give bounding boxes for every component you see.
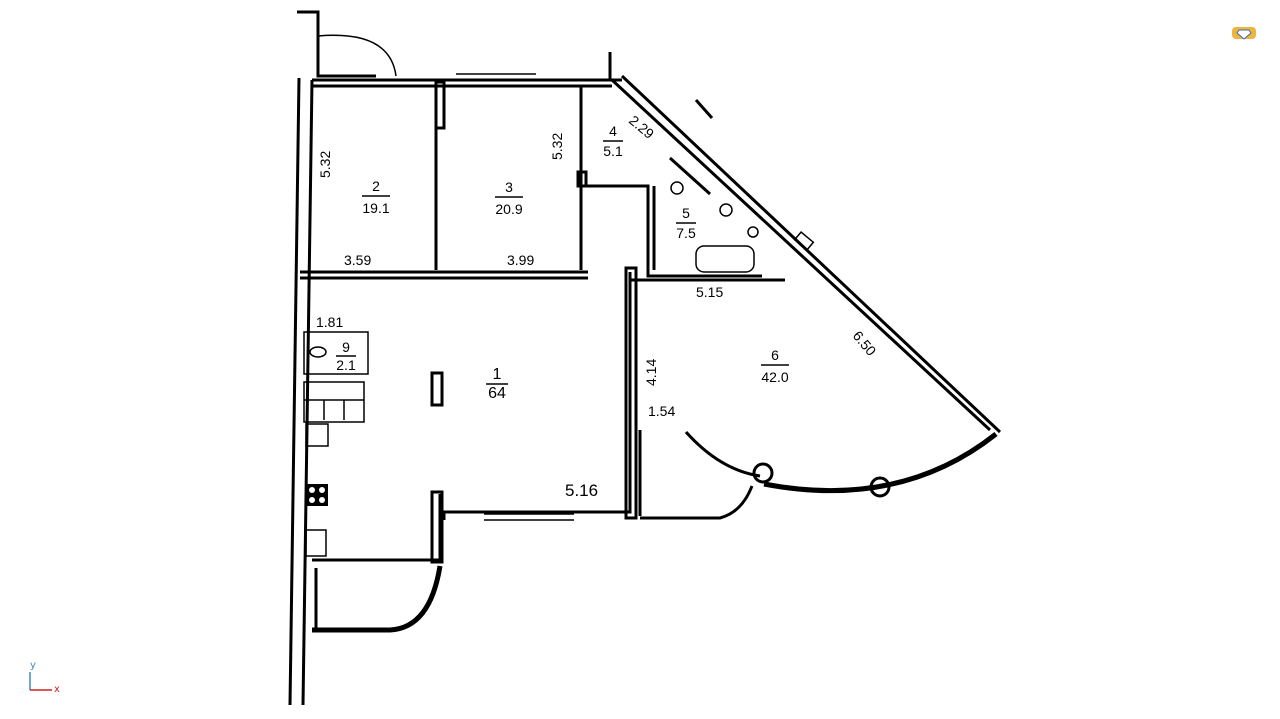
axis-y-label: y [30,660,36,671]
dim-room3-height: 5.32 [549,133,565,160]
room-2-id: 2 [372,178,380,194]
room-1-id: 1 [493,366,502,383]
room-9-id: 9 [342,339,350,355]
diamond-logo-icon [1232,27,1256,40]
room-3-area: 20.9 [495,201,522,217]
dim-room2-height: 5.32 [317,151,333,178]
room-2-area: 19.1 [362,200,389,216]
room-4-id: 4 [609,123,617,139]
room-6-id: 6 [771,347,779,363]
room-9-area: 2.1 [336,357,356,373]
interior-walls [300,80,785,564]
axis-x-label: x [54,684,60,695]
room-labels: 1 64 2 19.1 3 20.9 4 5.1 5 7.5 6 42.0 9 … [336,123,789,402]
dim-room1-width: 5.16 [565,481,598,500]
room-4-area: 5.1 [603,143,623,159]
outer-walls [288,10,1002,706]
dimension-labels: 5.32 3.59 5.32 3.99 2.29 5.15 6.50 4.14 … [316,112,880,500]
room-5-area: 7.5 [676,225,696,241]
room-6-area: 42.0 [761,369,788,385]
dim-room2-width: 3.59 [344,252,371,268]
dim-room6-width: 5.15 [696,284,723,300]
dim-room6-diag: 6.50 [850,328,880,359]
room-5-id: 5 [682,205,690,221]
dim-room6-height: 4.14 [643,359,659,386]
dim-room9-width: 1.81 [316,314,343,330]
room-1-area: 64 [488,385,506,402]
fixtures [303,34,891,557]
xy-axis-icon: y x [24,660,68,700]
dim-room3-width: 3.99 [507,252,534,268]
room-3-id: 3 [505,179,513,195]
dim-balcony-width: 1.54 [648,403,675,419]
